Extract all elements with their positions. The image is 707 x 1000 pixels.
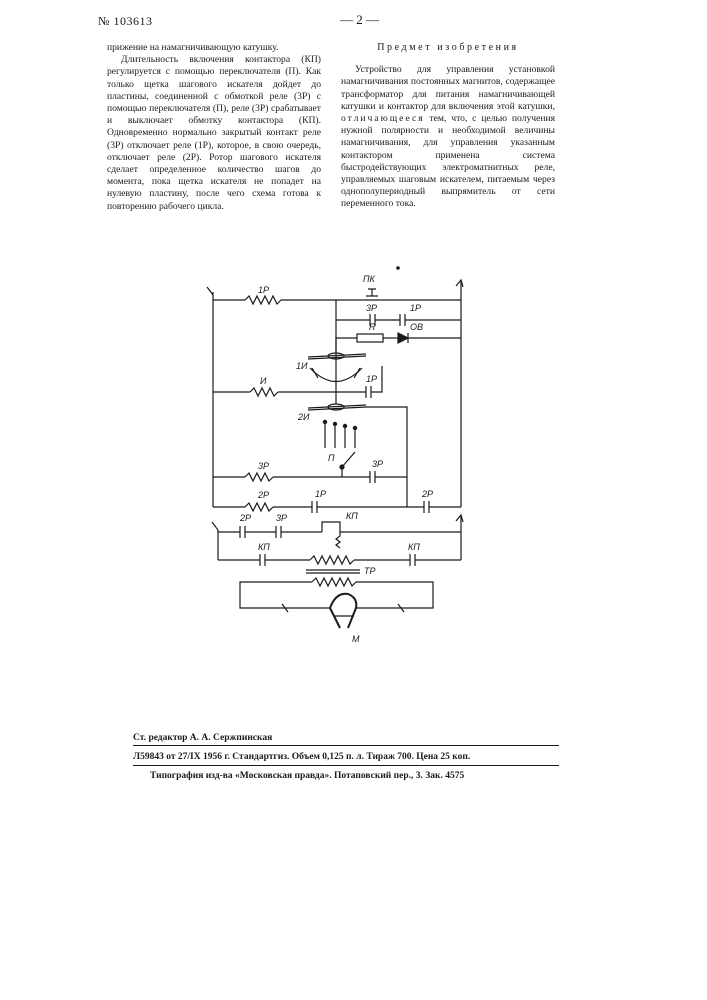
brush-2i — [308, 405, 366, 410]
label-i: И — [260, 376, 267, 386]
price-text: Цена 25 коп. — [416, 752, 470, 762]
label-1r: 1Р — [258, 285, 269, 295]
label-1r-contact-2: 1Р — [366, 374, 377, 384]
label-tr: ТР — [364, 566, 376, 576]
label-2r-contact: 2Р — [421, 489, 433, 499]
rectifier-ov — [398, 333, 408, 343]
label-r: R — [369, 322, 376, 332]
magnet-m — [330, 594, 356, 628]
transformer-core — [306, 570, 360, 573]
contact-kp-right — [410, 554, 415, 566]
printer-line: Типография изд-ва «Московская правда». П… — [150, 770, 464, 782]
brush-1i — [308, 354, 366, 359]
tr-secondary — [312, 578, 356, 586]
coil-kp — [322, 522, 340, 548]
label-kp-coil: КП — [346, 511, 358, 521]
pk-button — [366, 289, 378, 300]
label-3r-contact-2: 3Р — [372, 459, 383, 469]
contact-2r — [424, 501, 429, 513]
control-circuit: 1Р ПК 3Р 1Р R ОВ 1И И 1Р — [207, 266, 463, 513]
label-3r-coil: 3Р — [258, 461, 269, 471]
label-1r-contact-3: 1Р — [315, 489, 326, 499]
label-p: П — [328, 453, 335, 463]
order-line: Л59843 от 27/IX 1956 г. Стандартгиз. Объ… — [133, 751, 470, 763]
resistor-r — [357, 334, 383, 342]
tr-primary — [310, 556, 354, 564]
label-pk: ПК — [363, 274, 376, 284]
contact-3r-low — [276, 526, 281, 538]
label-3r-contact-low: 3Р — [276, 513, 287, 523]
contact-1r-2 — [366, 386, 371, 398]
label-2r-coil: 2Р — [257, 490, 269, 500]
contact-kp-left — [260, 554, 265, 566]
resistor-1r — [245, 296, 281, 304]
imprint-rule-2 — [133, 765, 559, 766]
contact-1r-3 — [312, 501, 317, 513]
label-ov: ОВ — [410, 322, 423, 332]
resistor-2r — [245, 503, 273, 511]
label-kp-right: КП — [408, 542, 420, 552]
switch-p — [323, 420, 356, 477]
label-1i: 1И — [296, 361, 308, 371]
label-3r-contact: 3Р — [366, 303, 377, 313]
resistor-i — [250, 388, 278, 396]
resistor-3r — [245, 473, 273, 481]
contact-2r-low — [240, 526, 245, 538]
imprint-rule-1 — [133, 745, 559, 746]
label-1r-contact: 1Р — [410, 303, 421, 313]
order-text: Л59843 от 27/IX 1956 г. Стандартгиз. Объ… — [133, 752, 414, 762]
label-2i: 2И — [297, 412, 310, 422]
editor-line: Ст. редактор А. А. Сержпинская — [133, 732, 272, 744]
power-circuit: 2Р 3Р КП КП КП ТР М — [212, 511, 463, 644]
label-kp-left: КП — [258, 542, 270, 552]
label-m: М — [352, 634, 360, 644]
label-2r-contact-low: 2Р — [239, 513, 251, 523]
contact-1r — [400, 314, 405, 326]
contact-3r-2 — [370, 471, 375, 483]
